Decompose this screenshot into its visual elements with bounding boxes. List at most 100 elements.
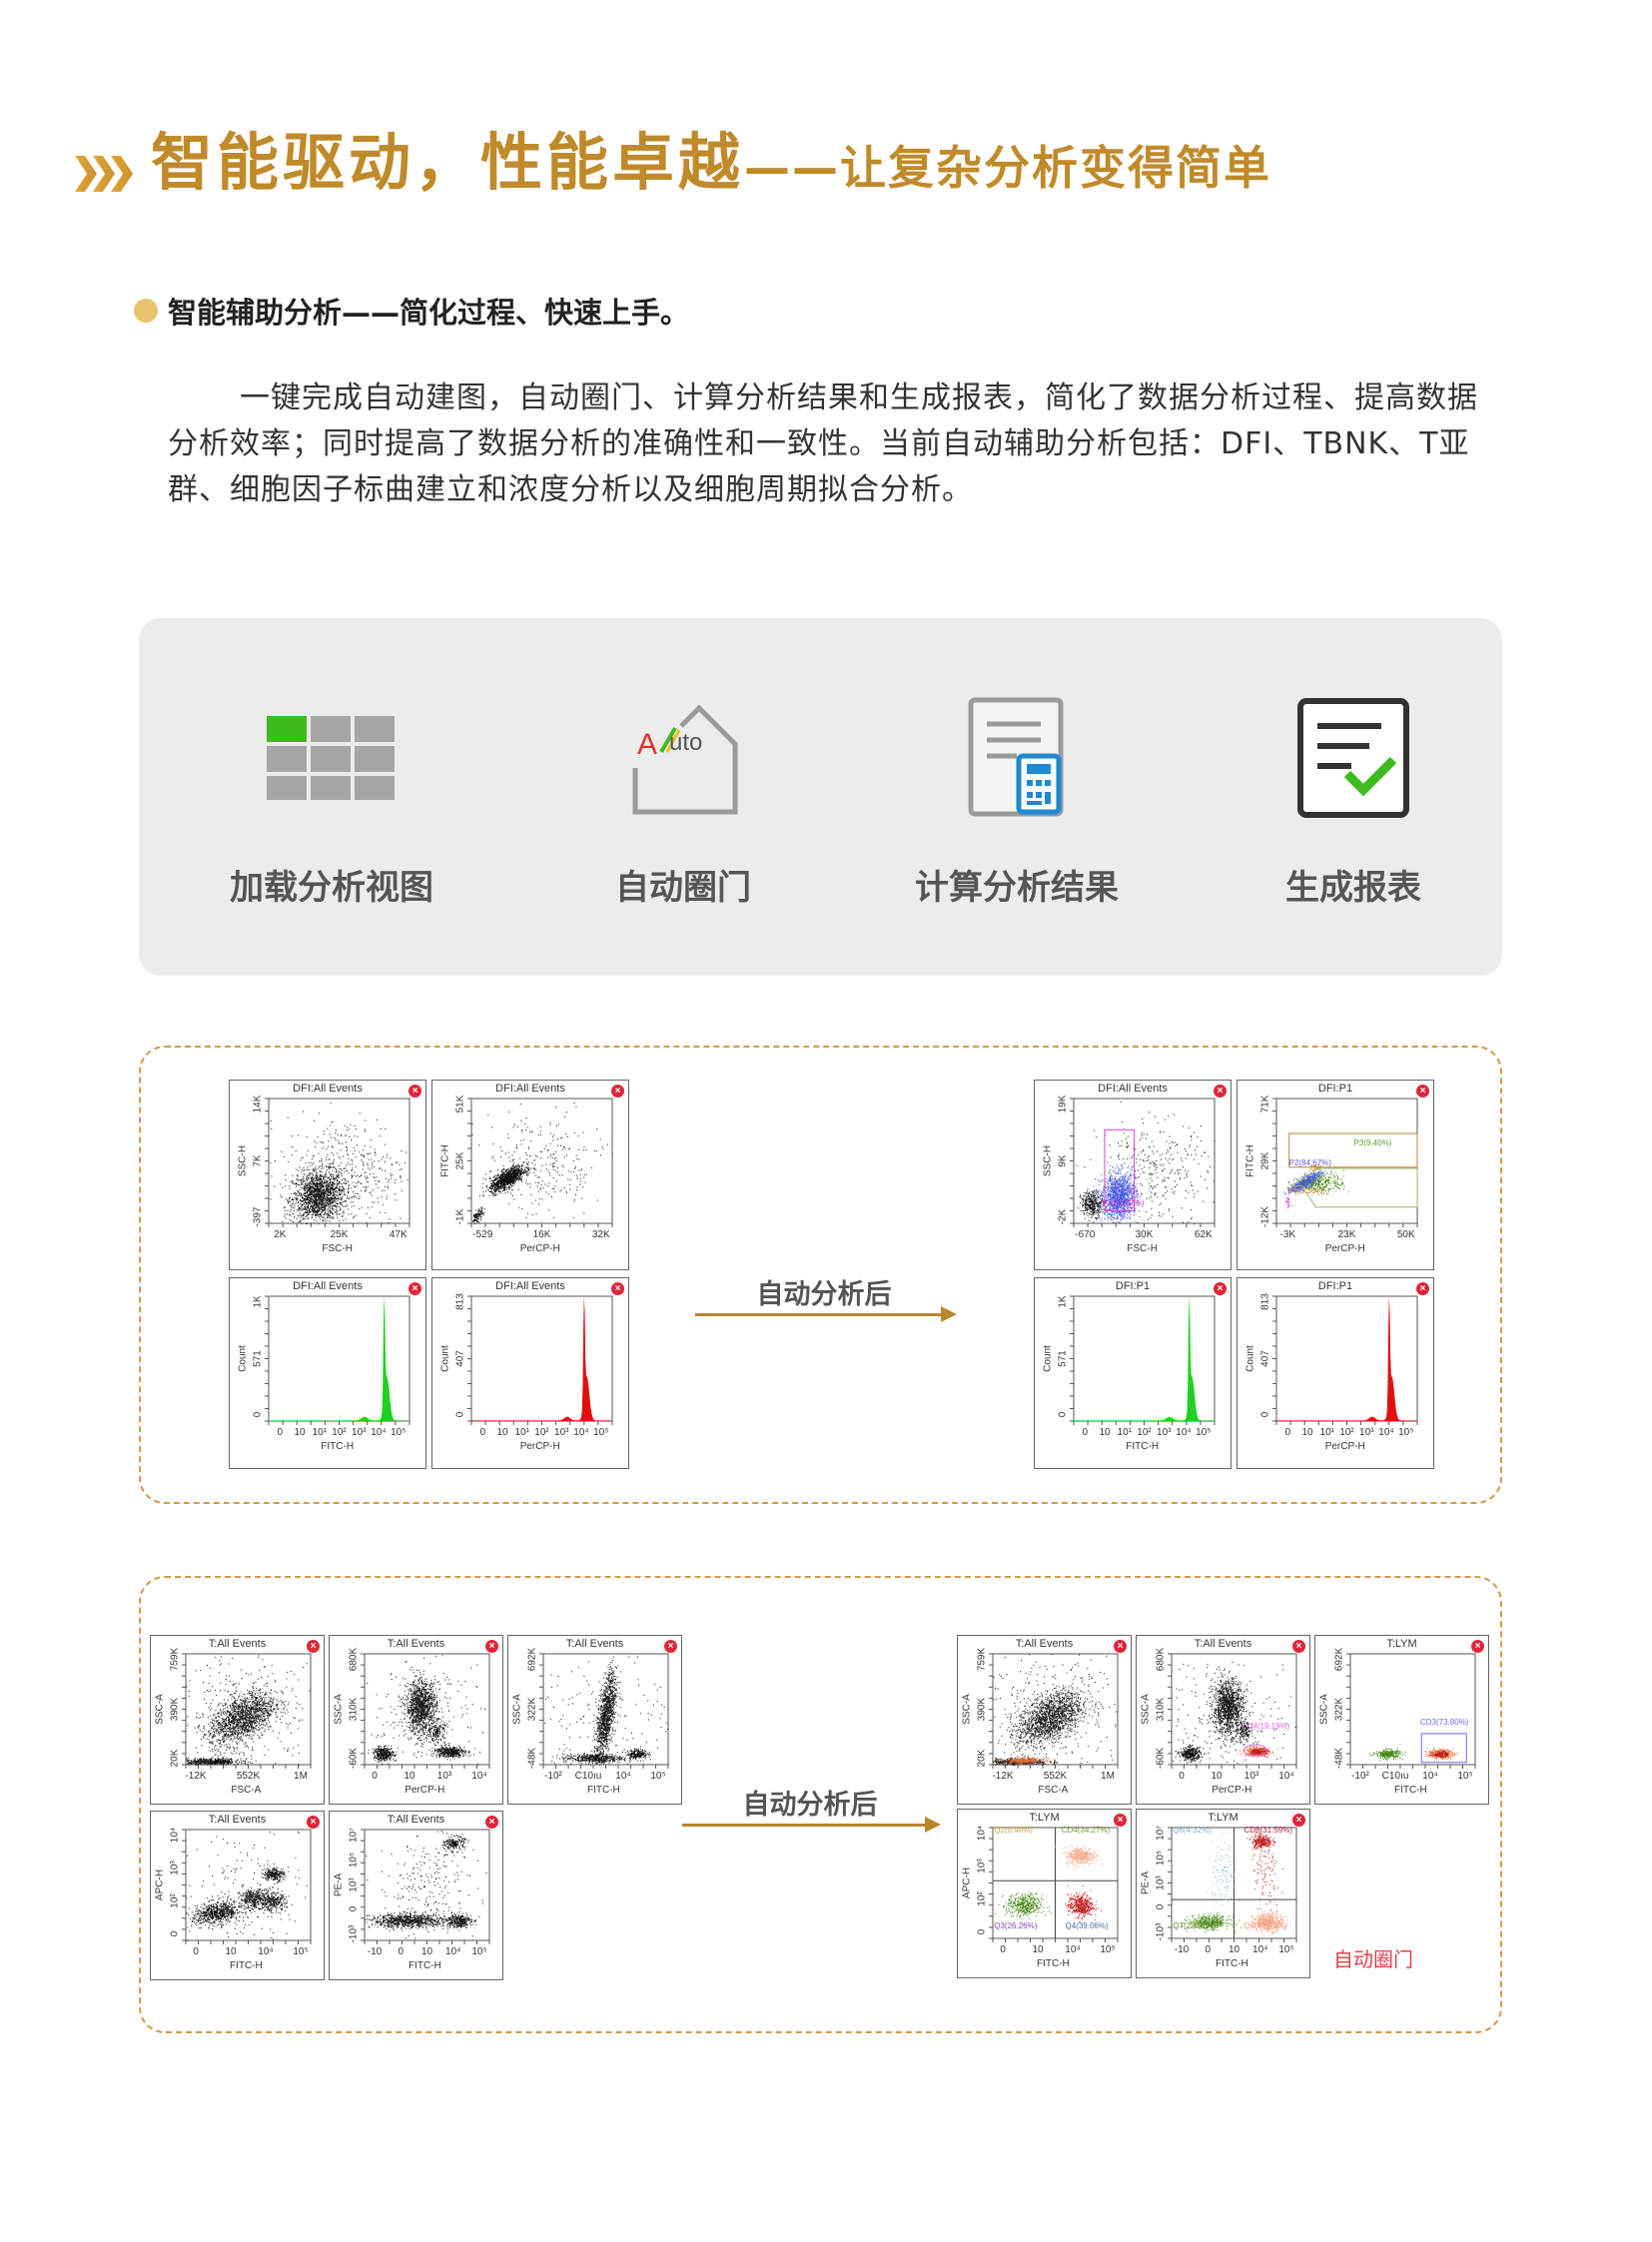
event-dot [553,1153,555,1154]
close-icon[interactable]: × [409,1085,421,1098]
event-dot [298,1169,300,1171]
event-dot [570,1171,572,1173]
step-label: 加载分析视图 [182,860,481,909]
event-dot [1141,1136,1143,1138]
event-dot [1162,1170,1164,1171]
event-dot [1089,1205,1091,1207]
event-dot [494,1186,496,1188]
event-dot [527,1183,528,1185]
event-dot [317,1181,319,1183]
event-dot [1099,1206,1101,1208]
event-dot [516,1169,518,1171]
event-dot [1165,1186,1167,1188]
event-dot [318,1191,320,1193]
event-dot [337,1185,339,1187]
event-dot [1130,1204,1131,1206]
event-dot [307,1179,309,1181]
event-dot [316,1213,317,1215]
event-dot [390,1174,392,1176]
event-dot [321,1190,323,1192]
close-icon[interactable]: × [409,1282,421,1295]
event-dot [1124,1198,1126,1200]
event-dot [343,1211,344,1213]
event-dot [312,1214,314,1216]
event-dot [508,1168,510,1169]
event-dot [1092,1191,1094,1193]
event-dot [1109,1208,1111,1210]
event-dot [281,1150,283,1152]
event-dot [1090,1198,1092,1200]
event-dot [499,1176,501,1178]
event-dot [338,1196,340,1198]
event-dot [549,1132,551,1134]
event-dot [375,1180,377,1181]
event-dot [381,1158,383,1160]
event-dot [1132,1197,1134,1199]
event-dot [386,1197,388,1199]
event-dot [297,1194,299,1196]
event-dot [1086,1204,1087,1206]
event-dot [347,1204,349,1206]
event-dot [315,1205,317,1207]
event-dot [1169,1147,1171,1149]
event-dot [366,1221,368,1223]
event-dot [344,1200,346,1202]
event-dot [1105,1201,1107,1203]
event-dot [1098,1213,1100,1215]
close-icon[interactable]: × [611,1085,624,1098]
event-dot [329,1199,331,1201]
event-dot [401,1168,403,1169]
event-dot [1149,1146,1151,1147]
event-dot [1093,1189,1095,1191]
event-dot [1101,1217,1102,1219]
event-dot [358,1181,360,1183]
event-dot [304,1179,306,1181]
event-dot [531,1214,533,1215]
event-dot [321,1178,322,1180]
event-dot [476,1216,478,1218]
event-dot [294,1216,296,1218]
event-dot [502,1172,504,1174]
event-dot [1118,1167,1120,1169]
event-dot [336,1178,338,1180]
event-dot [316,1193,318,1195]
event-dot [1149,1173,1151,1175]
close-icon[interactable]: × [611,1282,624,1295]
event-dot [1161,1202,1163,1204]
event-dot [1110,1177,1112,1179]
event-dot [1092,1202,1094,1204]
event-dot [370,1191,372,1193]
event-dot [317,1183,318,1185]
event-dot [314,1205,315,1207]
event-dot [1105,1199,1107,1201]
event-dot [503,1185,505,1187]
event-dot [481,1207,483,1209]
event-dot [328,1163,330,1165]
event-dot [313,1155,315,1157]
event-dot [334,1188,336,1189]
event-dot [348,1208,350,1210]
event-dot [509,1175,511,1177]
event-dot [314,1219,315,1221]
event-dot [298,1208,300,1210]
event-dot [1093,1200,1095,1202]
event-dot [310,1208,312,1210]
event-dot [321,1193,323,1195]
event-dot [316,1189,318,1191]
event-dot [1093,1192,1095,1194]
event-dot [302,1208,304,1210]
event-dot [561,1148,563,1150]
event-dot [1086,1206,1088,1208]
event-dot [501,1186,503,1188]
event-dot [1121,1144,1123,1146]
event-dot [1112,1175,1114,1177]
event-dot [473,1220,475,1222]
event-dot [331,1180,333,1182]
event-dot [296,1194,298,1196]
event-dot [496,1175,498,1177]
event-dot [303,1203,305,1205]
event-dot [508,1112,510,1114]
event-dot [514,1169,516,1171]
event-dot [1092,1201,1094,1203]
